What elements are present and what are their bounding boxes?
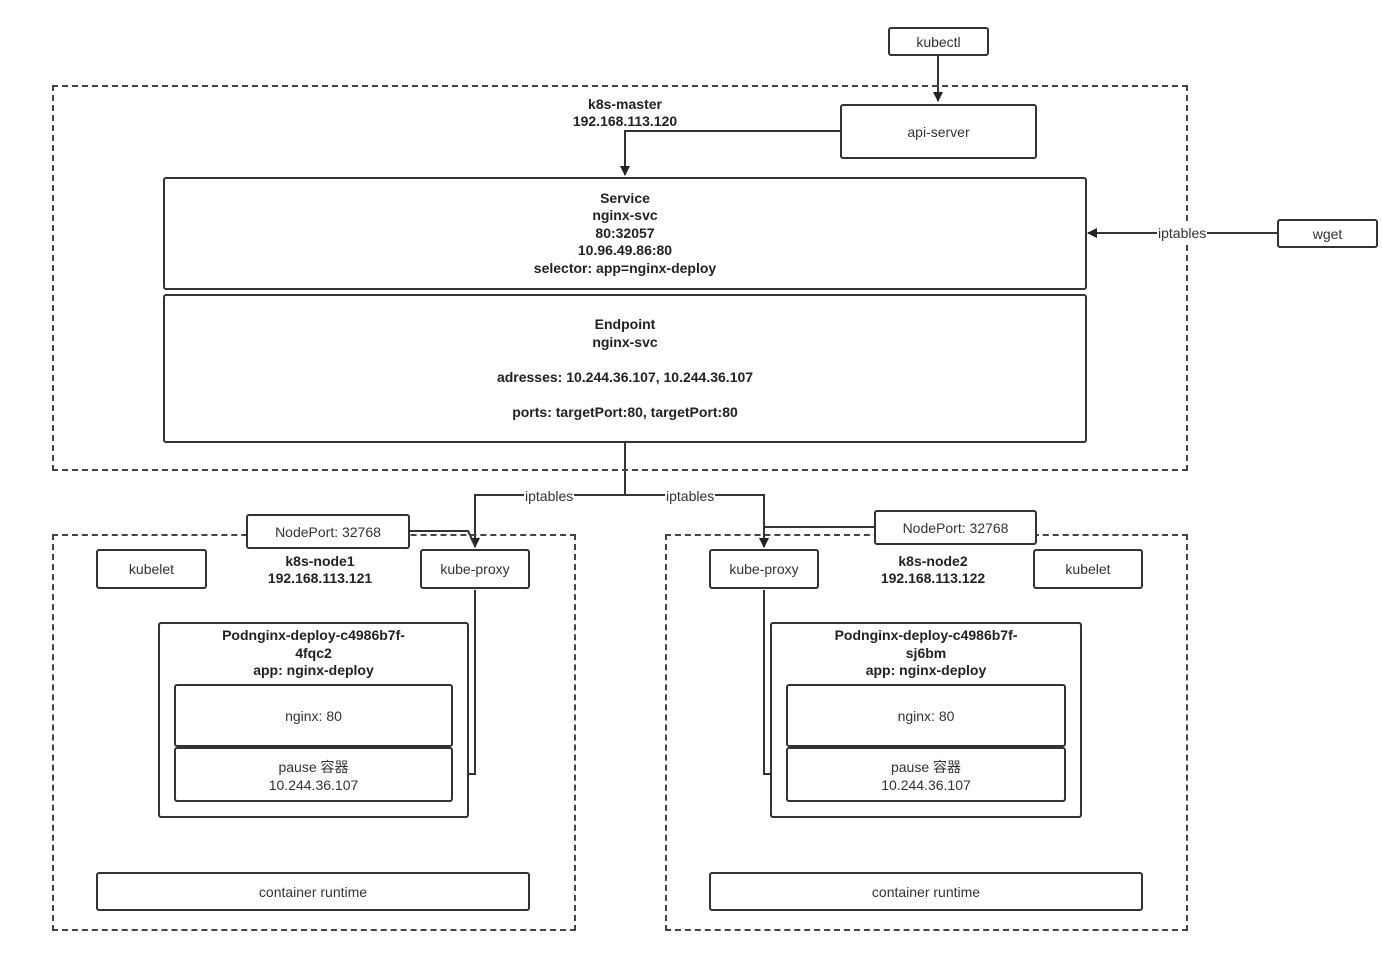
node2-runtime-box[interactable]: container runtime bbox=[709, 872, 1143, 911]
node1-kubelet-label: kubelet bbox=[128, 561, 175, 577]
node2-pause-ip: 10.244.36.107 bbox=[881, 776, 971, 793]
kubectl-box[interactable]: kubectl bbox=[888, 27, 989, 56]
node1-runtime-label: container runtime bbox=[258, 883, 368, 900]
wire-split-node1 bbox=[470, 494, 625, 548]
iptables-label-right: iptables bbox=[665, 488, 716, 504]
service-box[interactable]: Service nginx-svc 80:32057 10.96.49.86:8… bbox=[163, 177, 1087, 290]
node1-ip: 192.168.113.121 bbox=[267, 570, 373, 586]
node2-nodeport-label: NodePort: 32768 bbox=[902, 519, 1009, 536]
api-server-box[interactable]: api-server bbox=[840, 104, 1037, 159]
endpoint-name: nginx-svc bbox=[592, 333, 658, 350]
node2-pod-title-line1: Podnginx-deploy-c4986b7f- bbox=[834, 627, 1018, 643]
node1-kube-proxy-box[interactable]: kube-proxy bbox=[420, 549, 530, 589]
node2-pause-label: pause 容器 bbox=[890, 758, 962, 775]
node1-pod-app: app: nginx-deploy bbox=[253, 662, 374, 678]
master-name: k8s-master bbox=[588, 96, 662, 112]
node1-runtime-box[interactable]: container runtime bbox=[96, 872, 530, 911]
node2-pod-app: app: nginx-deploy bbox=[865, 662, 987, 678]
node2-kubelet-label: kubelet bbox=[1065, 561, 1111, 577]
node2-ip: 192.168.113.122 bbox=[880, 570, 986, 586]
endpoint-box[interactable]: Endpoint nginx-svc adresses: 10.244.36.1… bbox=[163, 294, 1087, 443]
node1-pause-ip: 10.244.36.107 bbox=[268, 776, 359, 793]
node1-nodeport-box[interactable]: NodePort: 32768 bbox=[246, 514, 410, 549]
node2-kube-proxy-box[interactable]: kube-proxy bbox=[709, 549, 819, 589]
master-ip: 192.168.113.120 bbox=[572, 113, 678, 129]
node1-pod-title-line1: Podnginx-deploy-c4986b7f- bbox=[222, 627, 405, 643]
api-server-label: api-server bbox=[907, 123, 970, 140]
wire-api-service bbox=[620, 130, 840, 176]
node1-title: k8s-node1 192.168.113.121 bbox=[220, 553, 420, 587]
node2-pod-title-line2: sj6bm bbox=[905, 644, 947, 661]
node2-pod-title: Podnginx-deploy-c4986b7f- sj6bm app: ngi… bbox=[772, 627, 1080, 680]
wget-label: wget bbox=[1312, 225, 1343, 242]
node2-name: k8s-node2 bbox=[898, 553, 968, 569]
node2-kubelet-box[interactable]: kubelet bbox=[1033, 549, 1143, 589]
service-title: Service bbox=[600, 189, 650, 206]
node1-pause-label: pause 容器 bbox=[278, 758, 349, 775]
node1-pause-container[interactable]: pause 容器 10.244.36.107 bbox=[174, 747, 453, 802]
node1-nodeport-label: NodePort: 32768 bbox=[275, 523, 381, 540]
node1-nginx-label: nginx: 80 bbox=[285, 707, 342, 724]
node1-pod-title: Podnginx-deploy-c4986b7f- 4fqc2 app: ngi… bbox=[160, 627, 467, 680]
kubectl-label: kubectl bbox=[916, 33, 961, 50]
service-selector: selector: app=nginx-deploy bbox=[533, 259, 717, 276]
node1-pod-title-line2: 4fqc2 bbox=[295, 644, 332, 661]
service-ports: 80:32057 bbox=[595, 224, 655, 241]
endpoint-ports: ports: targetPort:80, targetPort:80 bbox=[512, 403, 738, 420]
iptables-label-wget: iptables bbox=[1157, 225, 1208, 241]
node1-kube-proxy-label: kube-proxy bbox=[440, 561, 510, 577]
wget-box[interactable]: wget bbox=[1277, 219, 1378, 248]
service-name: nginx-svc bbox=[592, 207, 658, 224]
iptables-label-left: iptables bbox=[524, 488, 575, 504]
node2-nginx-label: nginx: 80 bbox=[897, 707, 955, 724]
node2-nginx-container[interactable]: nginx: 80 bbox=[786, 684, 1066, 747]
node2-title: k8s-node2 192.168.113.122 bbox=[833, 553, 1033, 587]
node2-pause-container[interactable]: pause 容器 10.244.36.107 bbox=[786, 747, 1066, 802]
wire-nodeport1-proxy bbox=[410, 530, 476, 546]
node2-runtime-label: container runtime bbox=[871, 883, 981, 900]
master-zone bbox=[52, 85, 1188, 471]
master-title: k8s-master 192.168.113.120 bbox=[525, 96, 725, 130]
node2-nodeport-box[interactable]: NodePort: 32768 bbox=[874, 510, 1037, 545]
node2-kube-proxy-label: kube-proxy bbox=[729, 561, 799, 577]
node1-kubelet-box[interactable]: kubelet bbox=[96, 549, 207, 589]
endpoint-title: Endpoint bbox=[594, 316, 656, 332]
endpoint-addresses: adresses: 10.244.36.107, 10.244.36.107 bbox=[496, 368, 754, 385]
node1-nginx-container[interactable]: nginx: 80 bbox=[174, 684, 453, 747]
node1-name: k8s-node1 bbox=[285, 553, 355, 569]
service-cluster-ip: 10.96.49.86:80 bbox=[577, 242, 673, 259]
